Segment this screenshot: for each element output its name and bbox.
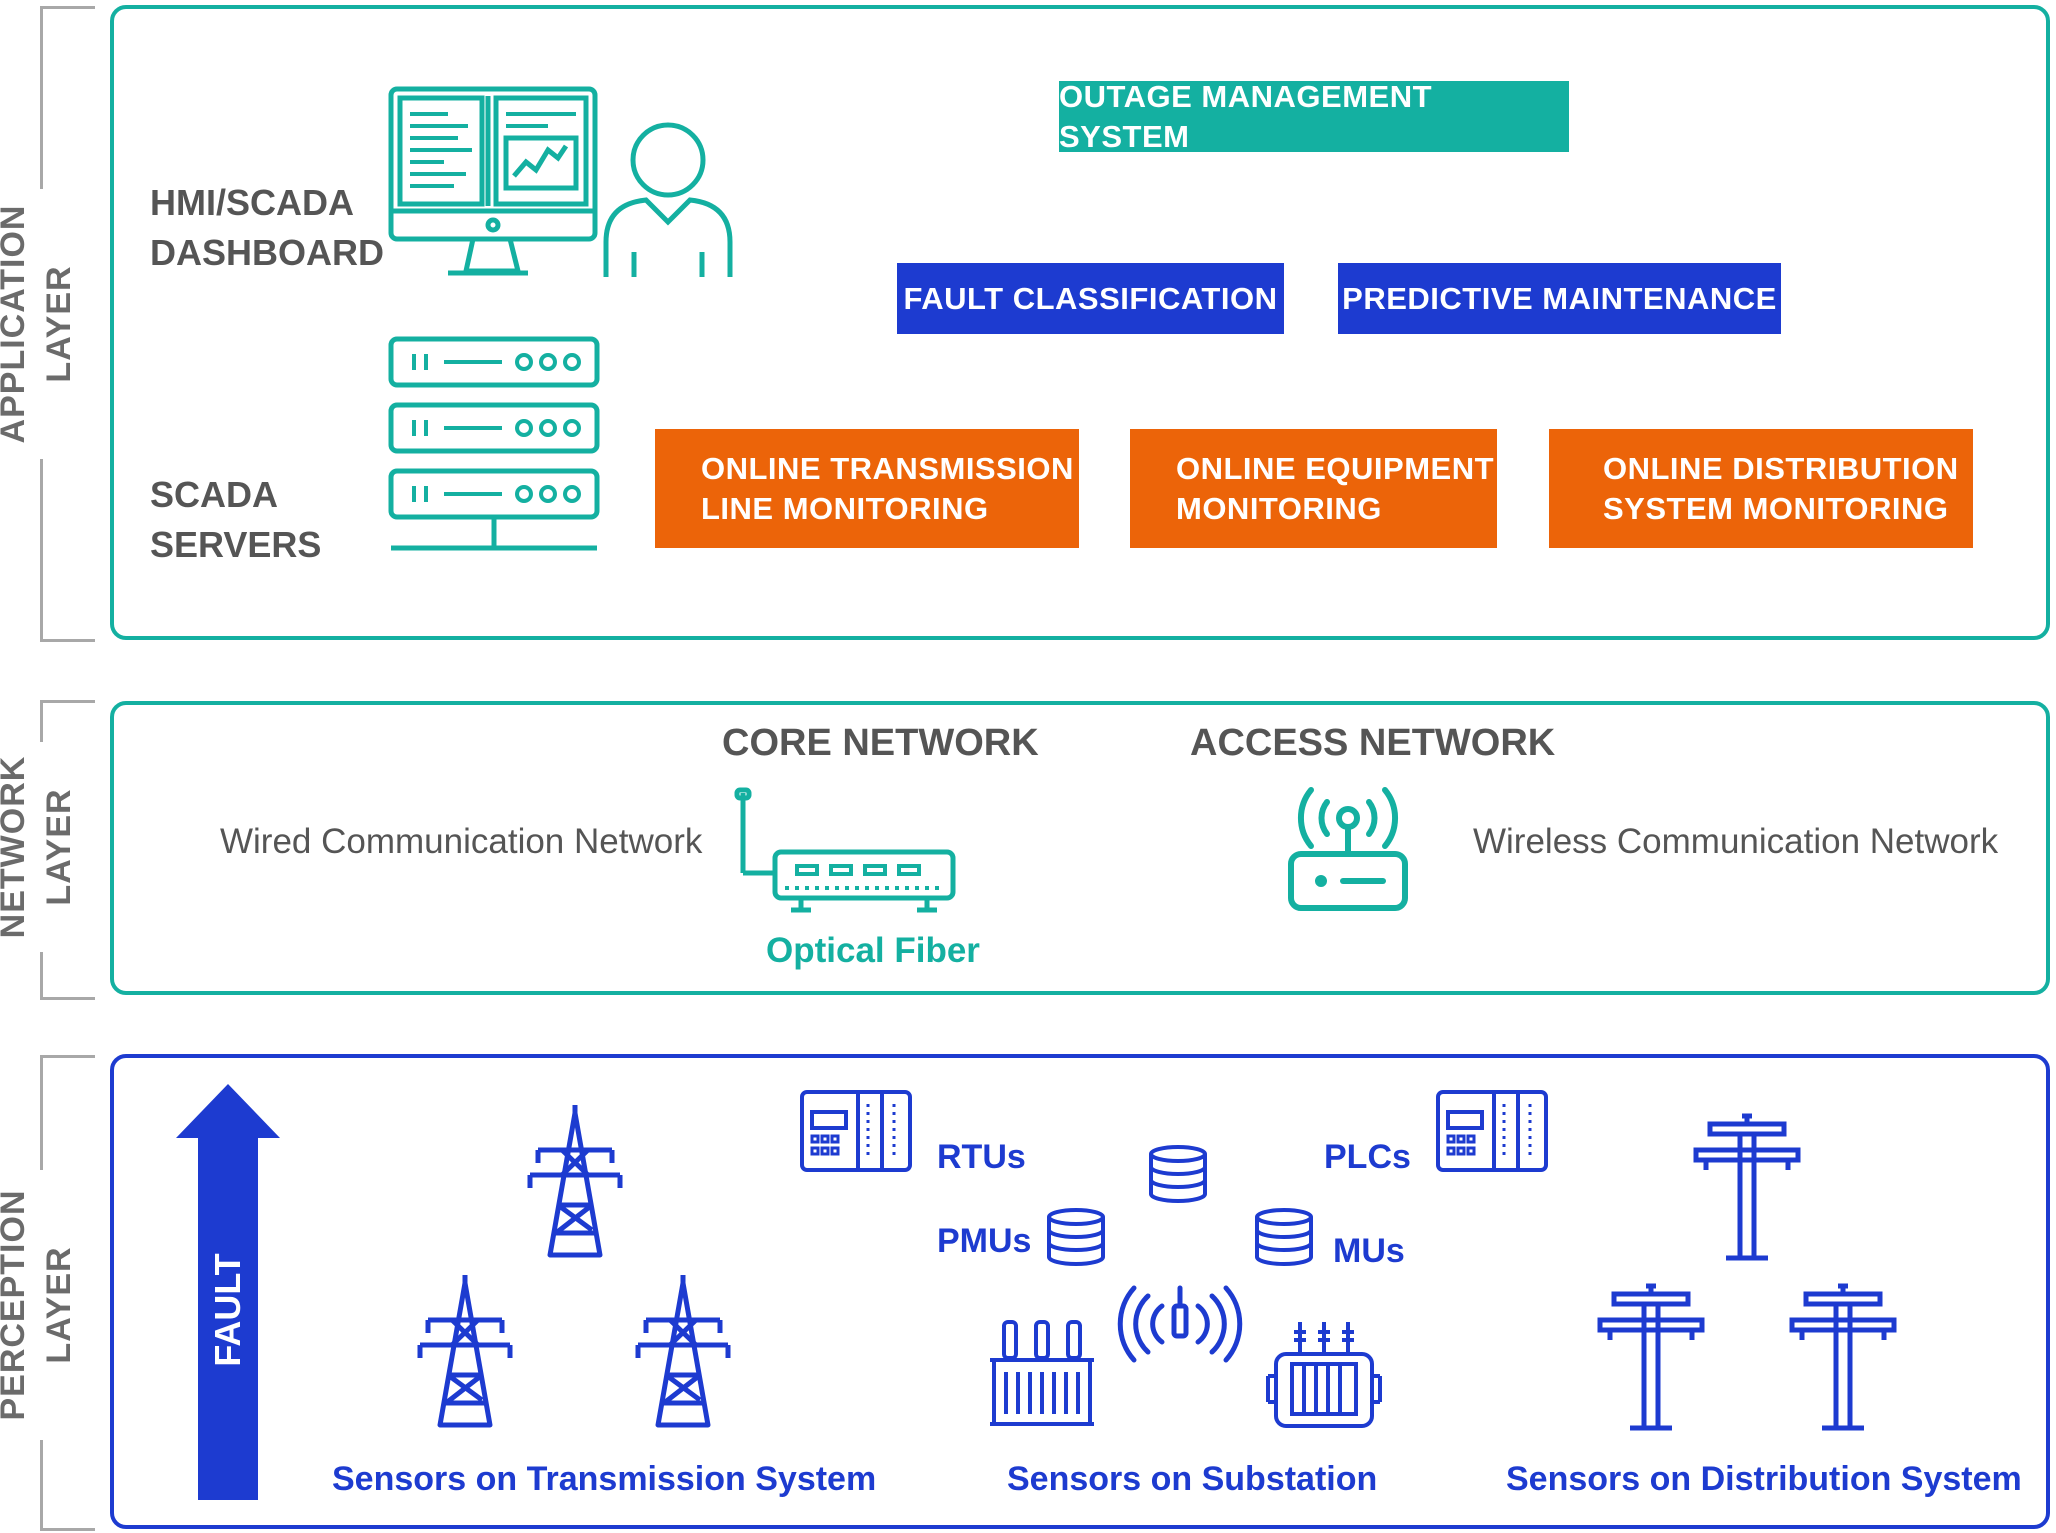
- access-network-title: ACCESS NETWORK: [1190, 722, 1556, 764]
- plcs-label: PLCs: [1324, 1138, 1411, 1176]
- wired-network-label: Wired Communication Network: [220, 822, 703, 861]
- sensors-distribution-label: Sensors on Distribution System: [1506, 1460, 2022, 1498]
- mus-label: MUs: [1333, 1232, 1405, 1270]
- online-distribution-system-monitoring-box: ONLINE DISTRIBUTION SYSTEM MONITORING: [1549, 429, 1973, 548]
- rtus-label: RTUs: [937, 1138, 1026, 1176]
- perception-panel: [110, 1054, 2050, 1529]
- fault-data-arrow: [176, 1084, 280, 1500]
- user-icon: [603, 122, 733, 277]
- utility-pole-icon: [1693, 1113, 1801, 1261]
- transformer-icon: [1266, 1322, 1382, 1428]
- network-layer-label: NETWORK LAYER: [0, 742, 90, 952]
- utility-pole-icon: [1597, 1283, 1705, 1431]
- perception-layer-label: PERCEPTION LAYER: [0, 1170, 90, 1440]
- transmission-tower-icon: [635, 1275, 731, 1428]
- wireless-signal-icon: [1117, 1285, 1243, 1363]
- server-icon: [388, 336, 600, 551]
- transmission-tower-icon: [527, 1105, 623, 1258]
- sensors-substation-label: Sensors on Substation: [1007, 1460, 1378, 1498]
- database-icon: [1047, 1208, 1105, 1266]
- optical-fiber-label: Optical Fiber: [766, 931, 980, 970]
- scada-servers-label: SCADA SERVERS: [150, 474, 322, 565]
- rtu-device-icon: [800, 1090, 912, 1172]
- wifi-router-icon: [1288, 787, 1408, 911]
- pmus-label: PMUs: [937, 1222, 1032, 1260]
- hmi-scada-dashboard-label: HMI/SCADA DASHBOARD: [150, 182, 384, 273]
- router-icon: [734, 787, 956, 913]
- database-icon: [1149, 1145, 1207, 1203]
- online-equipment-monitoring-box: ONLINE EQUIPMENT MONITORING: [1130, 429, 1497, 548]
- core-network-title: CORE NETWORK: [722, 722, 1039, 764]
- online-transmission-line-monitoring-box: ONLINE TRANSMISSION LINE MONITORING: [655, 429, 1079, 548]
- application-layer-label: APPLICATION LAYER: [0, 189, 90, 459]
- utility-pole-icon: [1789, 1283, 1897, 1431]
- transformer-icon: [990, 1320, 1094, 1426]
- predictive-maintenance-box: PREDICTIVE MAINTENANCE: [1338, 263, 1781, 334]
- wireless-network-label: Wireless Communication Network: [1473, 822, 1999, 861]
- network-panel: [110, 701, 2050, 995]
- plc-device-icon: [1436, 1090, 1548, 1172]
- fault-classification-box: FAULT CLASSIFICATION: [897, 263, 1284, 334]
- database-icon: [1255, 1208, 1313, 1266]
- transmission-tower-icon: [417, 1275, 513, 1428]
- application-panel: [110, 5, 2050, 640]
- monitor-icon: [388, 86, 598, 276]
- fault-data-label: FAULT DATA: [207, 1253, 298, 1367]
- outage-management-system-box: OUTAGE MANAGEMENT SYSTEM: [1059, 79, 1569, 154]
- sensors-transmission-label: Sensors on Transmission System: [332, 1460, 877, 1498]
